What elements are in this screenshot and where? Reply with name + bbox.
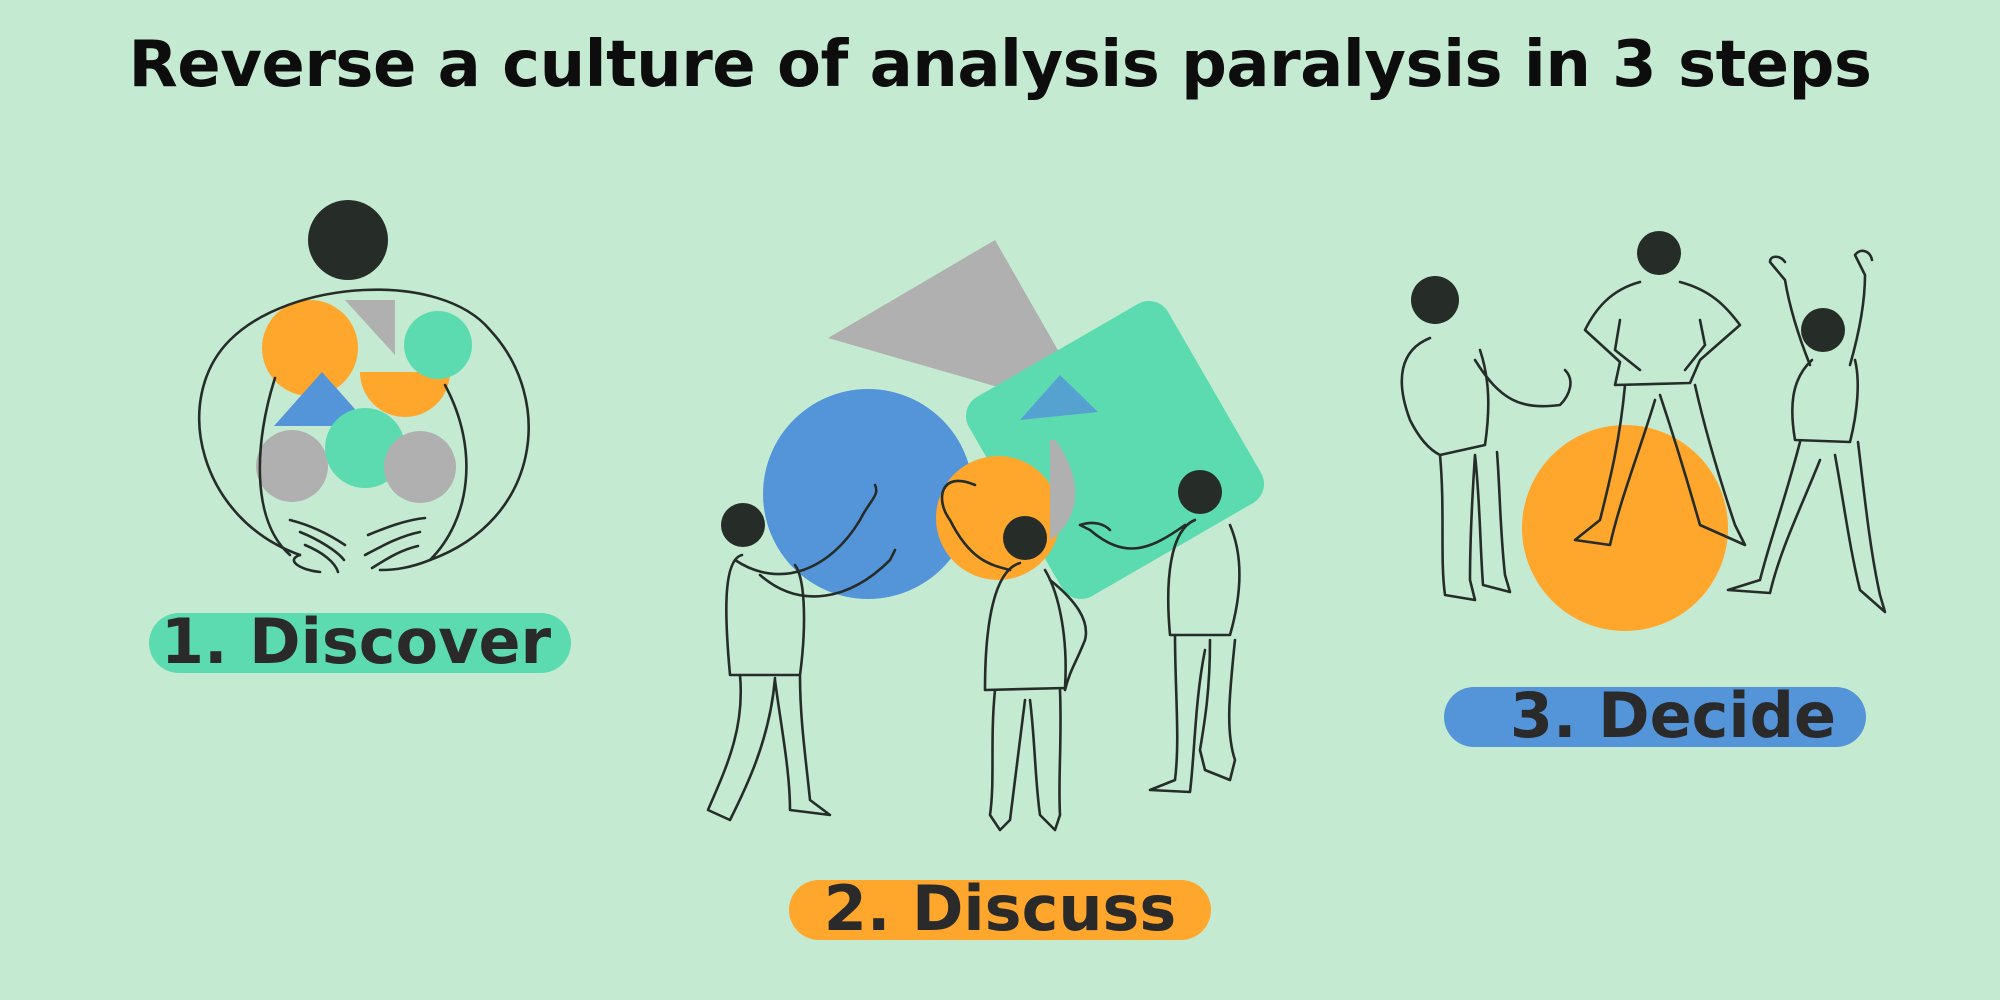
step-decide-label: 3. Decide — [1509, 679, 1837, 752]
discuss-person3-head — [1178, 470, 1222, 514]
discover-head — [308, 200, 388, 280]
step-decide-pill: 3. Decide — [1444, 679, 1866, 752]
decide-illustration — [1400, 231, 1887, 631]
step-discuss-pill: 2. Discuss — [789, 872, 1211, 945]
discuss-person1-body — [725, 483, 897, 677]
step-discuss-label: 2. Discuss — [823, 872, 1177, 945]
discover-shapes — [256, 300, 472, 503]
discuss-illustration — [706, 240, 1265, 832]
decide-person3-body — [1768, 249, 1874, 444]
decide-person1-legs — [1438, 450, 1512, 602]
step-discover-label: 1. Discover — [160, 605, 552, 678]
decide-person2-legs — [1573, 383, 1747, 547]
discover-left-arm — [258, 376, 292, 557]
page-title: Reverse a culture of analysis paralysis … — [128, 28, 1872, 102]
discover-right-hand — [363, 516, 432, 572]
discover-left-hand — [288, 518, 347, 574]
step-discover-pill: 1. Discover — [149, 605, 571, 678]
discover-body-outline — [197, 288, 530, 562]
discuss-person3-legs — [1148, 633, 1237, 794]
decide-person3-legs — [1726, 440, 1887, 614]
decide-person1-head — [1411, 276, 1459, 324]
discuss-person2-legs — [988, 688, 1062, 832]
discuss-person2-head — [1003, 516, 1047, 560]
decide-person3-head — [1801, 308, 1845, 352]
discuss-person1-legs — [706, 673, 832, 822]
decide-person2-body — [1583, 280, 1742, 387]
discover-right-arm — [428, 383, 468, 562]
discuss-person1-head — [721, 503, 765, 547]
discuss-person3-body — [1078, 518, 1241, 637]
decide-orange-circle — [1522, 425, 1728, 631]
discuss-person2-body — [940, 479, 1088, 692]
decide-person2-head — [1637, 231, 1681, 275]
discover-illustration — [197, 200, 530, 574]
decide-person1-body — [1400, 336, 1572, 457]
